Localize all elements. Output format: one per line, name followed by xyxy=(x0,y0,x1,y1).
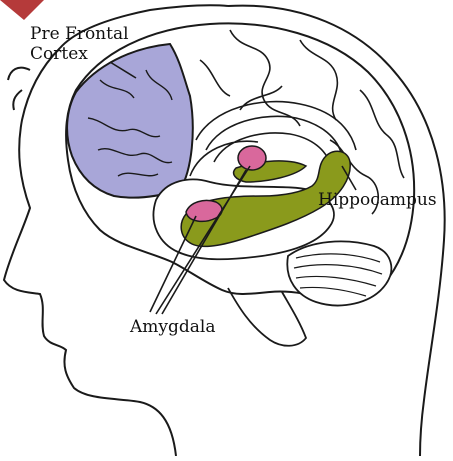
hippocampus-label: Hippocampus xyxy=(318,190,437,210)
prefrontal-cortex-region xyxy=(67,44,193,198)
prefrontal-label-line2: Cortex xyxy=(30,44,129,64)
cerebellum xyxy=(287,241,391,305)
prefrontal-cortex-label: Pre Frontal Cortex xyxy=(30,24,129,64)
amygdala-label: Amygdala xyxy=(130,317,215,337)
prefrontal-label-line1: Pre Frontal xyxy=(30,24,129,44)
amygdala-upper xyxy=(238,146,266,170)
brain-stem xyxy=(228,288,306,346)
corner-ribbon xyxy=(0,0,44,20)
